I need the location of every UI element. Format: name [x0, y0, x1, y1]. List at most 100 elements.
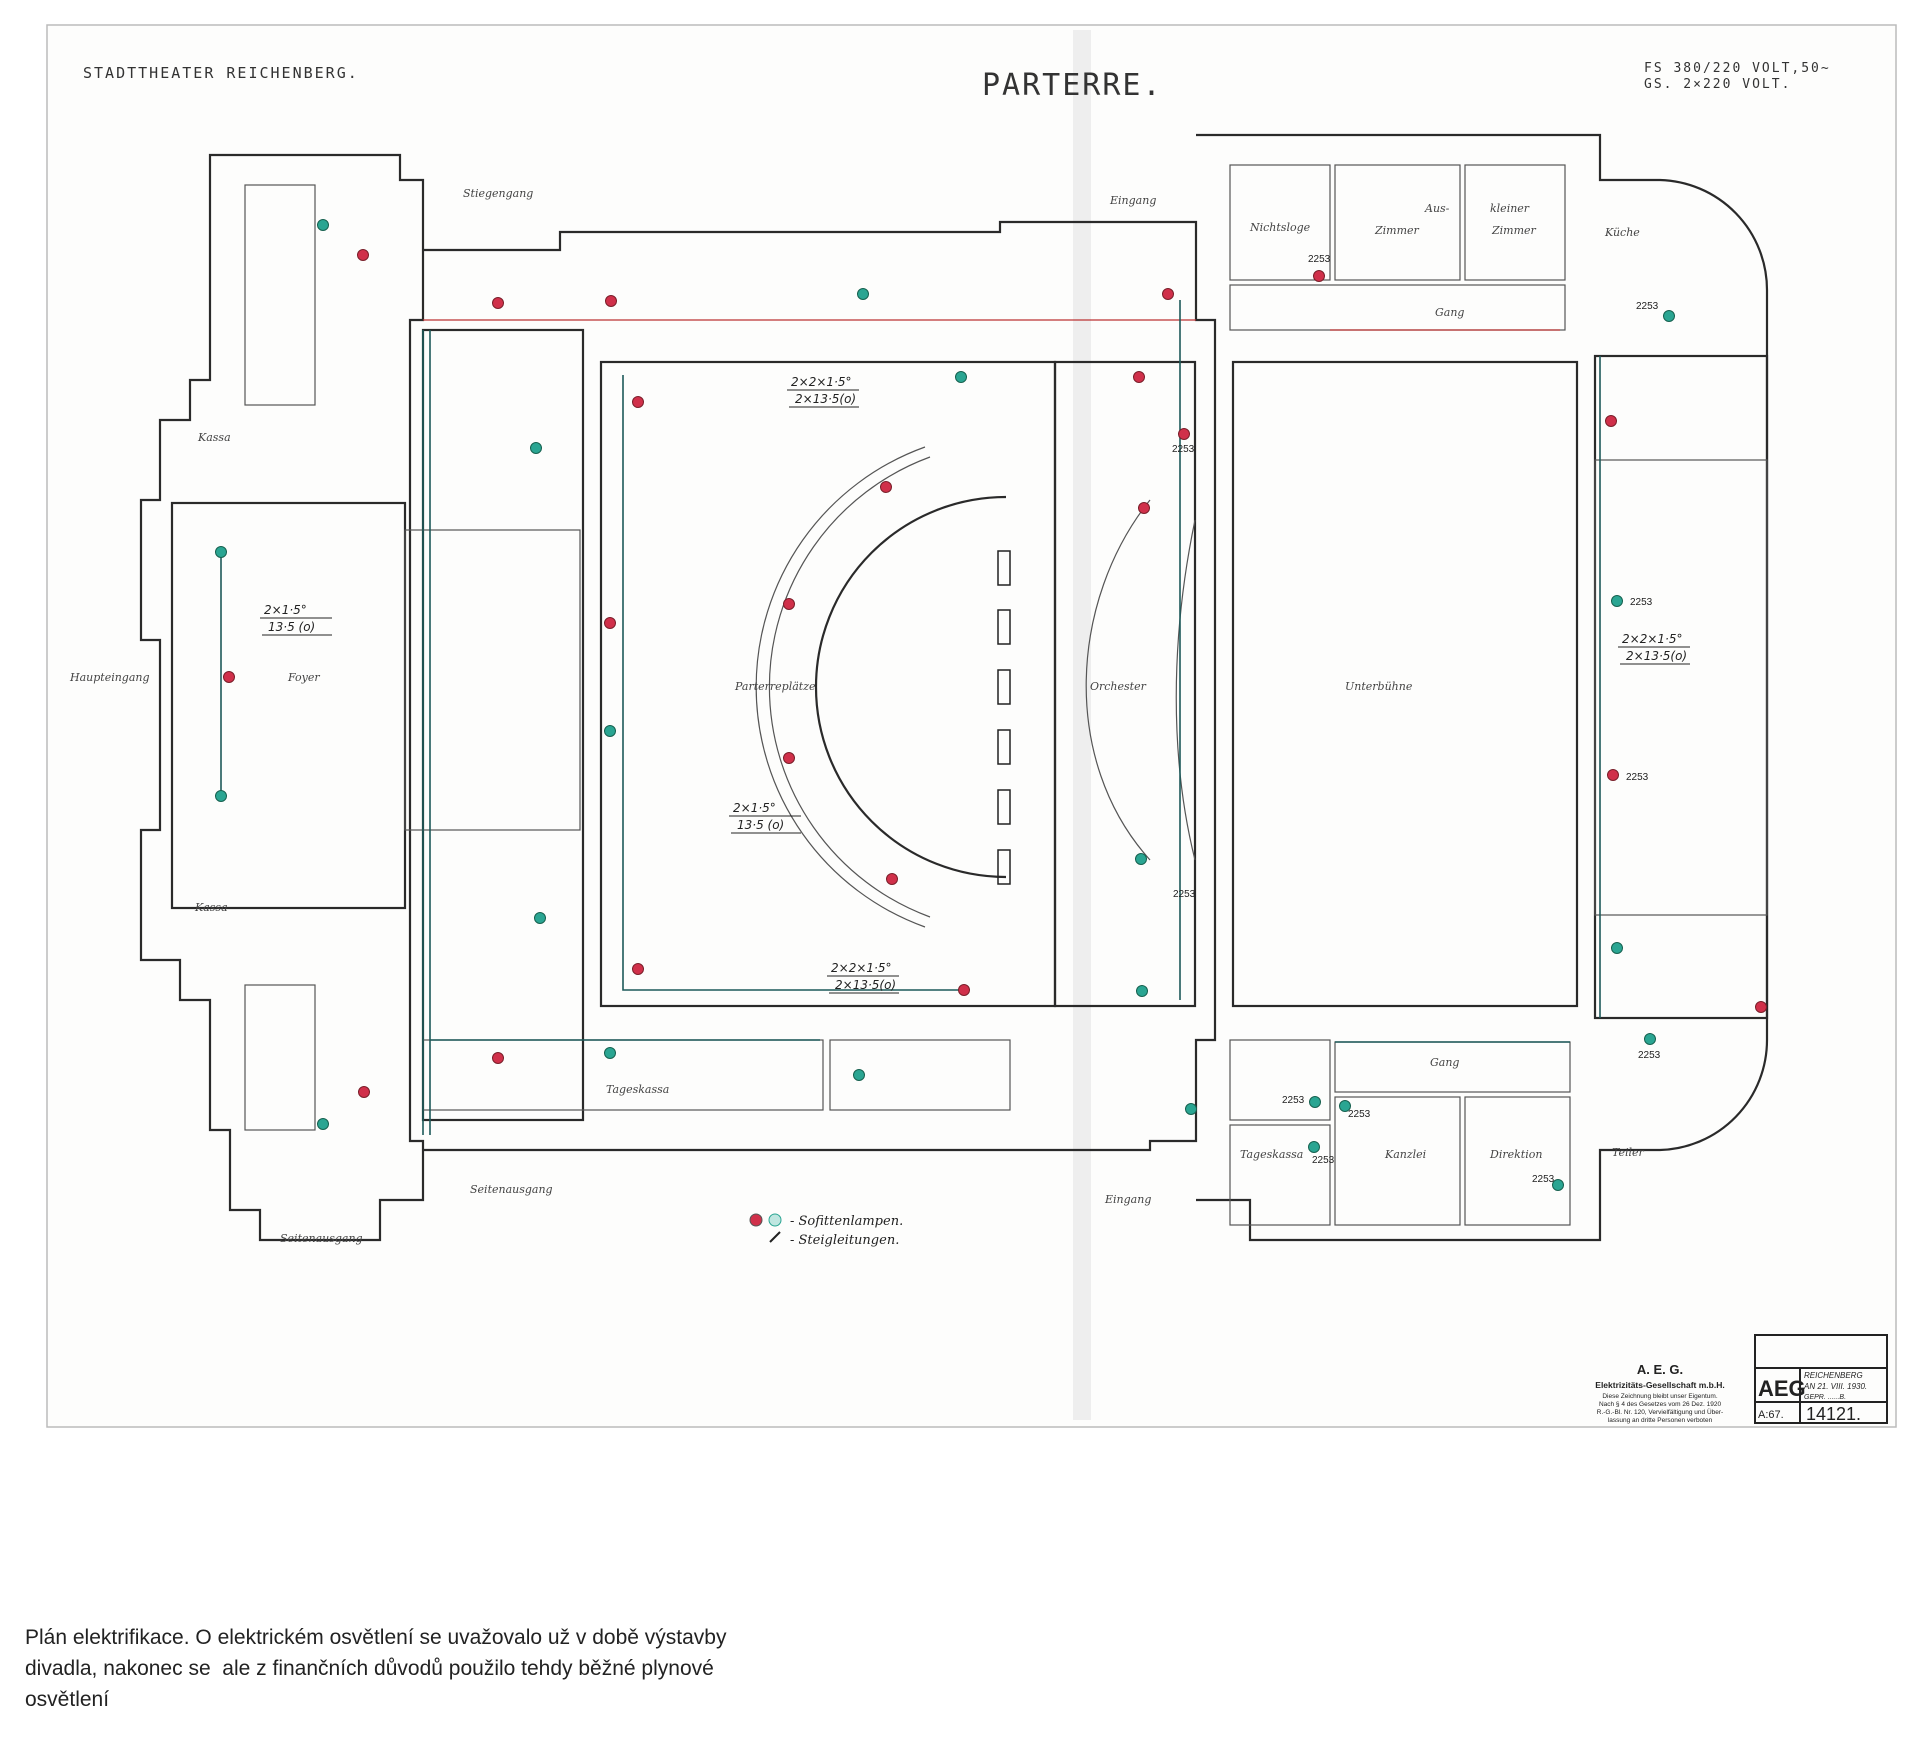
wire-spec-top: 2×2×1·5° [831, 961, 891, 975]
red-lamp-icon [604, 617, 616, 629]
wiring [220, 300, 1601, 1135]
stamp-checked: GEPR. ......B. [1804, 1394, 1846, 1401]
red-lamp-icon [783, 752, 795, 764]
legend-red-lamp-icon [749, 1213, 763, 1227]
room-label-orchester: Orchester [1090, 680, 1147, 693]
teal-lamp-icon [1136, 985, 1148, 997]
lamp-code: 2253 [1626, 772, 1649, 783]
teal-lamp-icon [955, 371, 967, 383]
aeg-stamp: A. E. G. Elektrizitäts-Gesellschaft m.b.… [1595, 1334, 1888, 1424]
aisle-marker [997, 669, 1011, 705]
red-lamp-icon [357, 249, 369, 261]
room-label-zimmer1: Zimmer [1374, 224, 1420, 237]
teal-lamp-icon [215, 790, 227, 802]
stamp-company: A. E. G. [1637, 1362, 1683, 1377]
wire-spec-top: 2×1·5° [733, 801, 776, 815]
teal-lamp-icon [1552, 1179, 1564, 1191]
red-lamp-icon [1133, 371, 1145, 383]
stamp-note: Diese Zeichnung bleibt unser Eigentum. [1602, 1393, 1717, 1400]
red-lamp-icon [958, 984, 970, 996]
red-lamp-icon [605, 295, 617, 307]
red-lamp-icon [1607, 769, 1619, 781]
voltage-ac: FS 380/220 VOLT,50~ [1644, 61, 1831, 76]
stamp-company-full: Elektrizitäts-Gesellschaft m.b.H. [1595, 1380, 1724, 1390]
caption-line: divadla, nakonec se ale z finančních dův… [25, 1657, 714, 1680]
drawing-sheet [46, 24, 1897, 1428]
red-lamp-icon [358, 1086, 370, 1098]
lamp-code: 2253 [1308, 254, 1331, 265]
aisle-marker [997, 729, 1011, 765]
room-label-eingang_bottom: Eingang [1104, 1193, 1151, 1206]
teal-lamp-icon [604, 1047, 616, 1059]
stamp-date: AN 21. VIII. 1930. [1803, 1382, 1867, 1391]
room-label-teiler: Teiler [1612, 1146, 1645, 1159]
red-lamp-icon [223, 671, 235, 683]
teal-lamp-icon [1309, 1096, 1321, 1108]
wire-spec-bottom: 2×13·5(o) [1626, 649, 1687, 663]
red-lamp-icon [1605, 415, 1617, 427]
red-lamp-icon [492, 1052, 504, 1064]
red-lamp-icon [492, 297, 504, 309]
teal-lamp-icon [1611, 942, 1623, 954]
red-lamp-icon [1162, 288, 1174, 300]
room-label-nichtslobe: Nichtsloge [1249, 221, 1311, 234]
teal-lamp-icon [317, 219, 329, 231]
lamp-code: 2253 [1636, 301, 1659, 312]
teal-lamp-icon [1644, 1033, 1656, 1045]
center-aisle-markers [997, 550, 1011, 885]
teal-lamp-icon [853, 1069, 865, 1081]
red-lamp-icon [886, 873, 898, 885]
teal-lamp-icon [1663, 310, 1675, 322]
aisle-marker [997, 789, 1011, 825]
lamp-markers [215, 219, 1767, 1191]
room-label-kanzlei: Kanzlei [1384, 1148, 1426, 1161]
wire-spec-top: 2×2×1·5° [1622, 632, 1682, 646]
red-lamp-icon [632, 963, 644, 975]
aisle-marker [997, 849, 1011, 885]
room-label-seitenausgang1: Seitenausgang [470, 1183, 553, 1196]
room-label-parterre: Parterreplätze [734, 680, 816, 693]
building-walls [139, 133, 1769, 1242]
legend: - Sofittenlampen. - Steigleitungen. [749, 1213, 903, 1248]
wire-spec-top: 2×2×1·5° [791, 375, 851, 389]
lamp-code: 2253 [1173, 889, 1196, 900]
legend-teal-lamp-icon [768, 1213, 782, 1227]
teal-lamp-icon [1135, 853, 1147, 865]
title-block [1754, 1334, 1888, 1424]
teal-lamp-icon [534, 912, 546, 924]
stamp-note: Nach § 4 des Gesetzes vom 26 Dez. 1920 [1599, 1401, 1722, 1408]
teal-lamp-icon [530, 442, 542, 454]
teal-lamp-icon [215, 546, 227, 558]
lamp-code: 2253 [1532, 1174, 1555, 1185]
room-label-kueche: Küche [1604, 226, 1640, 239]
room-label-zimmer2: Zimmer [1491, 224, 1537, 237]
lamp-code: 2253 [1312, 1155, 1335, 1166]
wire-spec-top: 2×1·5° [264, 603, 307, 617]
theater-name: STADTTHEATER REICHENBERG. [83, 64, 359, 82]
red-lamp-icon [1178, 428, 1190, 440]
room-label-seitenausgang2: Seitenausgang [280, 1232, 363, 1245]
red-lamp-icon [1138, 502, 1150, 514]
red-lamp-icon [1755, 1001, 1767, 1013]
red-lamp-icon [783, 598, 795, 610]
floor-plan-drawing: STADTTHEATER REICHENBERG. PARTERRE. FS 3… [46, 24, 1897, 1428]
wire-spec-bottom: 2×13·5(o) [795, 392, 856, 406]
room-label-gang_bottom: Gang [1430, 1056, 1459, 1069]
teal-lamp-icon [1308, 1141, 1320, 1153]
caption-line: Plán elektrifikace. O elektrickém osvětl… [25, 1626, 727, 1649]
wire-spec-bottom: 13·5 (o) [737, 818, 784, 832]
legend-riser-icon [769, 1231, 781, 1243]
lamp-code: 2253 [1630, 597, 1653, 608]
room-label-kassa_top: Kassa [197, 431, 231, 444]
room-label-stiegengang: Stiegengang [463, 187, 533, 200]
room-label-foyer: Foyer [287, 671, 320, 684]
legend-lamps: - Sofittenlampen. [790, 1214, 903, 1229]
legend-risers: - Steigleitungen. [790, 1233, 899, 1248]
stamp-note: R.-G.-Bl. Nr. 120, Vervielfältigung und … [1597, 1408, 1723, 1416]
red-lamp-icon [1313, 270, 1325, 282]
lamp-code: 2253 [1638, 1050, 1661, 1061]
red-lamp-icon [880, 481, 892, 493]
teal-lamp-icon [1339, 1100, 1351, 1112]
room-label-gang_top: Gang [1435, 306, 1464, 319]
